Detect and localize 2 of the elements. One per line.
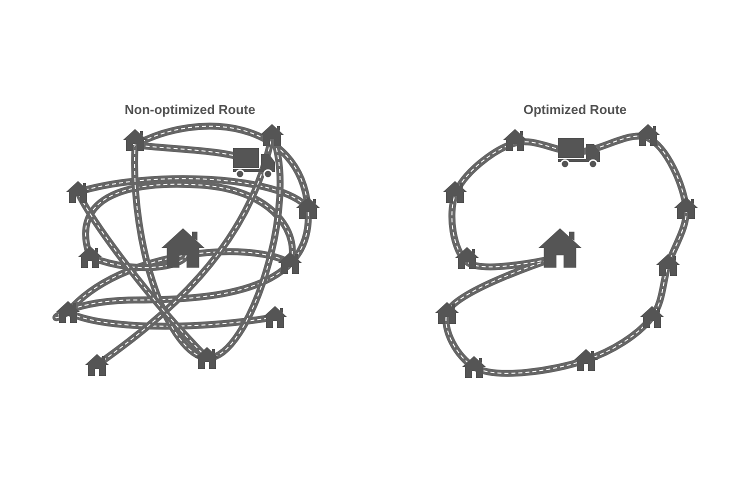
panel-title: Optimized Route	[523, 102, 627, 117]
panel-title: Non-optimized Route	[124, 102, 256, 117]
